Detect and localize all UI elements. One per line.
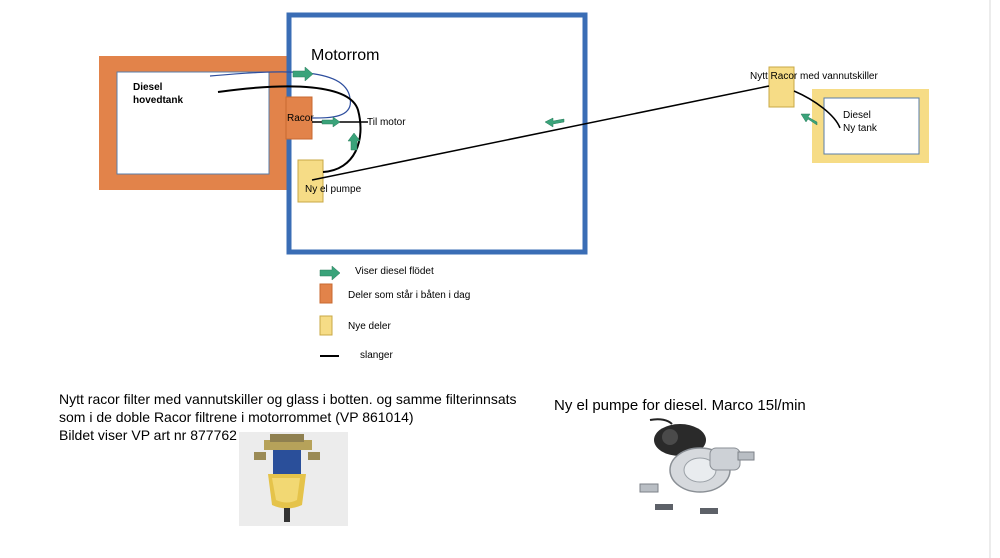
main-tank-label-line2: hovedtank [133, 95, 184, 106]
flow-arrow-icon [292, 66, 314, 82]
new-racor-label: Nytt Racor med vannutskiller [750, 71, 878, 82]
legend-flow-label: Viser diesel flödet [355, 266, 434, 277]
legend-existing-swatch [319, 283, 333, 304]
legend-new-label: Nye deler [348, 321, 391, 332]
motor-room-label: Motorrom [311, 47, 380, 64]
marco-pump-photo [639, 418, 755, 514]
filter-caption-line2: som i de doble Racor filtrene i motorrom… [59, 409, 414, 425]
to-motor-label: Til motor [367, 117, 406, 128]
new-pump [297, 159, 324, 203]
filter-caption: Nytt racor filter med vannutskiller og g… [59, 390, 517, 444]
flow-arrow-icon [800, 113, 818, 126]
new-pump-label: Ny el pumpe [305, 184, 362, 195]
filter-caption-line1: Nytt racor filter med vannutskiller og g… [59, 391, 517, 407]
blue-hose [209, 71, 351, 119]
legend-new-swatch [319, 315, 333, 336]
hose-main-to-pump [217, 85, 362, 173]
pump-caption: Ny el pumpe for diesel. Marco 15l/min [554, 397, 806, 414]
legend-flow-arrow-icon [319, 265, 341, 281]
new-tank-label-line2: Ny tank [843, 123, 877, 134]
main-tank-label-line1: Diesel [133, 82, 163, 93]
hose-new-racor-to-tank [793, 90, 841, 129]
flow-arrow-icon [347, 132, 361, 151]
flow-arrow-icon [321, 116, 341, 128]
racor-existing [285, 96, 313, 140]
legend-existing-label: Deler som står i båten i dag [348, 290, 471, 301]
legend-hoses-label: slanger [360, 350, 393, 361]
new-racor [768, 66, 795, 108]
new-tank-label-line1: Diesel [843, 110, 871, 121]
racor-filter-photo [239, 432, 348, 526]
hose-pump-to-new-racor [311, 85, 770, 181]
flow-arrow-icon [544, 117, 565, 128]
filter-caption-line3: Bildet viser VP art nr 877762 [59, 427, 237, 443]
racor-label: Racor [287, 113, 314, 124]
